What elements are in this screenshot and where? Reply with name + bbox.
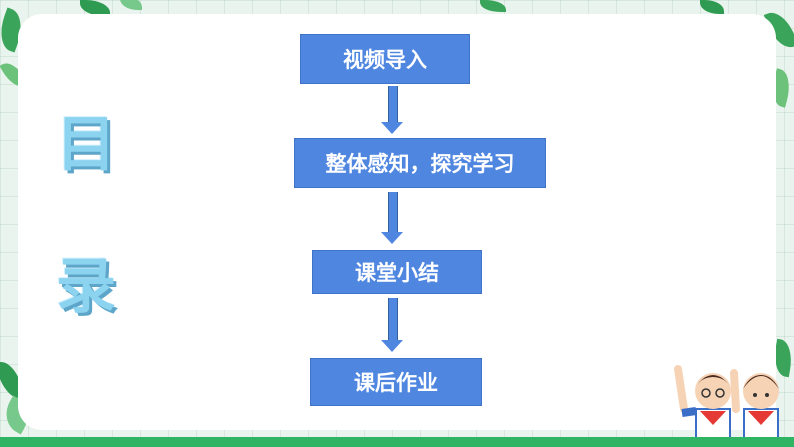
flow-step-3: 课堂小结 (312, 250, 482, 294)
flow-arrow-2 (381, 192, 403, 244)
toc-title-char-2: 录 (56, 252, 116, 322)
toc-title-char-1: 目 (56, 110, 116, 180)
leaf-icon (700, 0, 724, 14)
flow-step-2: 整体感知，探究学习 (294, 138, 546, 188)
flow-arrow-1 (381, 86, 403, 134)
flow-step-label: 课后作业 (354, 371, 438, 395)
leaf-icon (120, 0, 142, 10)
leaf-icon (80, 0, 110, 16)
flow-step-label: 视频导入 (343, 48, 427, 72)
flow-arrow-3 (381, 298, 403, 352)
flow-step-label: 整体感知，探究学习 (325, 152, 515, 176)
flow-step-1: 视频导入 (300, 34, 470, 84)
leaf-icon (480, 0, 506, 12)
flow-step-label: 课堂小结 (355, 261, 439, 285)
children-illustration (674, 365, 779, 439)
flow-step-4: 课后作业 (310, 358, 482, 406)
bottom-bar (0, 437, 794, 447)
